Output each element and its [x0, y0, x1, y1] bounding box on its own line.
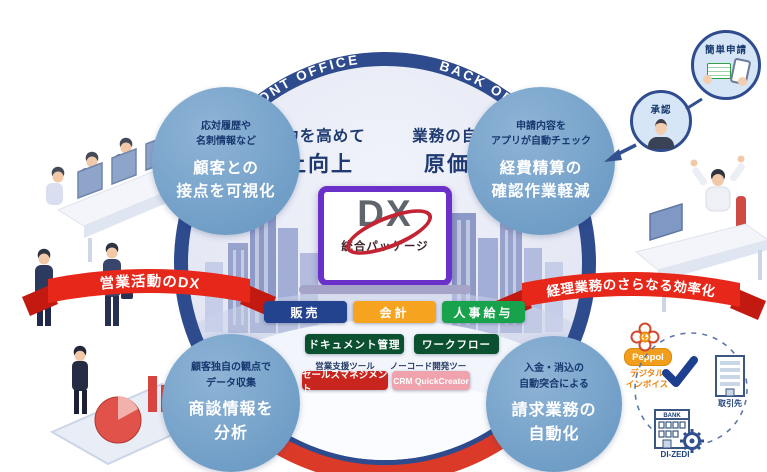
- satellite-main: 経費精算の 確認作業軽減: [491, 159, 591, 200]
- dx-logo: DX 統合パッケージ: [324, 192, 446, 280]
- peppol-label: Peppol: [632, 351, 664, 363]
- dx-brand-text: DX: [357, 193, 413, 234]
- chip-label: セールスマネジメント: [302, 369, 388, 395]
- satellite-main: 請求業務の 自動化: [511, 402, 597, 443]
- satellite-billing-automation: 入金・消込の 自動突合による 請求業務の 自動化: [486, 336, 622, 472]
- ribbon-right-label: 経理業務のさらなる効率化: [545, 277, 716, 300]
- sales-tool-label: 営業支援ツール: [315, 361, 375, 371]
- laptop-screen: DX 統合パッケージ: [318, 186, 452, 286]
- satellite-note: 申請内容を アプリが自動チェック: [491, 120, 591, 148]
- ribbon-left-label: 営業活動のDX: [99, 272, 201, 293]
- chip-label: 人事給与: [453, 305, 514, 320]
- satellite-main: 商談情報を 分析: [188, 401, 274, 442]
- satellite-expense-check: 申請内容を アプリが自動チェック 経費精算の 確認作業軽減: [467, 87, 615, 235]
- chip-label: 会計: [379, 305, 410, 320]
- satellite-note: 入金・消込の 自動突合による: [519, 363, 589, 390]
- easy-apply-circle: 簡単申請: [691, 30, 761, 100]
- product-chip-hr-payroll: 人事給与: [442, 301, 525, 323]
- satellite-note: 顧客独自の観点で データ収集: [191, 362, 271, 389]
- dx-logo-subtitle: 統合パッケージ: [341, 240, 429, 253]
- chip-label: 販売: [290, 305, 321, 320]
- smartphone-receipt-icon: [700, 57, 752, 87]
- product-chip-sales: 販売: [264, 301, 347, 323]
- digital-invoice-label: デジタル インボイス: [625, 368, 669, 390]
- dizedi-label: DI-ZEDI: [660, 450, 690, 459]
- product-chip-sales-management: セールスマネジメント: [302, 370, 388, 395]
- approve-circle: 承認: [630, 90, 692, 152]
- satellite-main: 顧客との 接点を可視化: [176, 159, 276, 200]
- ribbon-left: 営業活動のDX: [22, 269, 276, 316]
- peppol-badge: Peppol: [624, 348, 672, 366]
- satellite-note: 応対履歴や 名刺情報など: [196, 120, 256, 148]
- product-chip-accounting: 会計: [353, 301, 436, 323]
- laptop-base: [299, 285, 471, 294]
- chip-label: ワークフロー: [422, 338, 491, 351]
- satellite-deal-analysis: 顧客独自の観点で データ収集 商談情報を 分析: [162, 334, 300, 472]
- product-chip-document-mgmt: ドキュメント管理: [305, 334, 404, 354]
- satellite-customer-touchpoints: 応対履歴や 名刺情報など 顧客との 接点を可視化: [152, 87, 300, 235]
- product-chip-crm-quickcreator: CRM QuickCreator: [392, 371, 470, 390]
- approver-person-icon: [648, 119, 674, 149]
- celebration-illustration: [634, 155, 767, 312]
- product-chip-workflow: ワークフロー: [414, 334, 499, 354]
- approve-label: 承認: [650, 105, 672, 116]
- partner-label: 取引先: [718, 399, 742, 408]
- chip-label: ドキュメント管理: [308, 338, 401, 351]
- ribbon-right: 経理業務のさらなる効率化: [496, 272, 766, 320]
- easy-apply-label: 簡単申請: [704, 45, 747, 56]
- red-bottom-band: [258, 428, 512, 472]
- chip-label: CRM QuickCreator: [393, 375, 469, 386]
